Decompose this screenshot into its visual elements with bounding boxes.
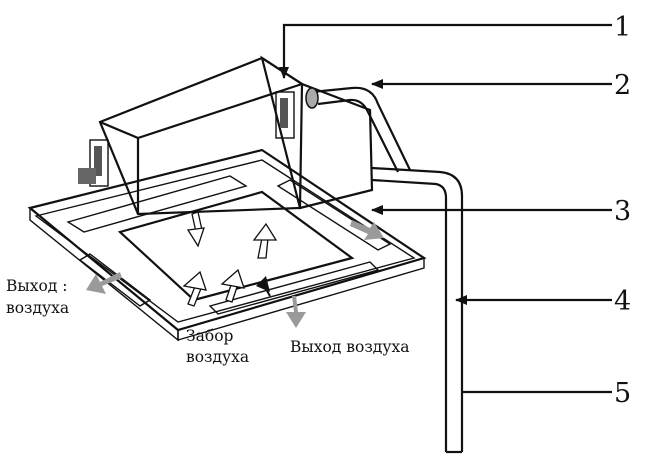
- label-air-outlet-left-line1: Выход :: [6, 277, 68, 295]
- refrigerant-pipe: [305, 86, 411, 173]
- airflow-arrows: [86, 211, 384, 328]
- callout-leaders: [279, 23, 612, 394]
- decorative-panel: [27, 148, 427, 342]
- diagram-labels: Выход : воздуха Забор воздуха Выход возд…: [6, 277, 409, 366]
- callout-3: 3: [614, 196, 631, 227]
- callout-5: 5: [614, 378, 631, 409]
- label-air-outlet-bottom: Выход воздуха: [290, 338, 409, 356]
- label-air-outlet-left-line2: воздуха: [6, 299, 69, 317]
- callout-4: 4: [614, 286, 631, 317]
- callout-2: 2: [614, 70, 631, 101]
- callout-1: 1: [614, 12, 631, 43]
- label-air-intake-line2: воздуха: [186, 348, 249, 366]
- drain-pipe: [371, 166, 464, 454]
- indoor-unit-body: [78, 55, 374, 216]
- label-air-intake-line1: Забор: [186, 327, 234, 345]
- callout-numbers: 1 2 3 4 5: [614, 12, 631, 409]
